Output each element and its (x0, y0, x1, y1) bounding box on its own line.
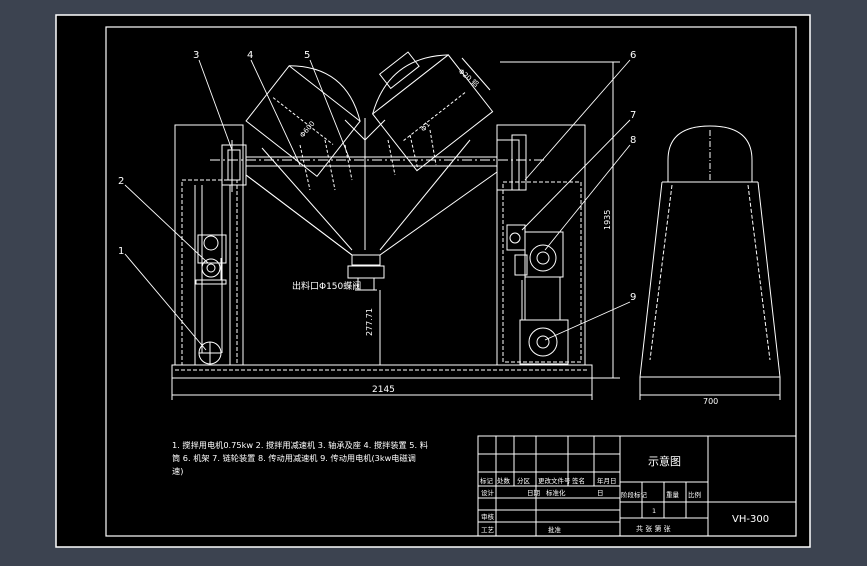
title-block-sign: 日期 (527, 489, 541, 497)
left-reducer (197, 234, 227, 264)
parts-note-line: 速) (172, 466, 183, 476)
title-block-row: 工艺 (481, 526, 495, 534)
right-motor (519, 319, 569, 365)
title-block-header: 年月日 (597, 476, 617, 485)
title-block-row: 设计 (481, 488, 495, 497)
dimension-outlet-height: 277.71 (365, 308, 374, 336)
title-block-header: 更改文件号 (538, 476, 571, 485)
drawing-frame (105, 26, 797, 537)
leader-number: 1 (118, 246, 124, 257)
stage-header: 重量 (666, 491, 680, 499)
dimension-height: 1935 (603, 210, 612, 230)
left-support-inner (181, 179, 238, 366)
machine-side-view (639, 125, 781, 400)
sheet-count: 共 张 第 张 (636, 524, 671, 533)
title-block-row: 审核 (481, 512, 495, 521)
outlet-valve (347, 265, 385, 279)
parts-note-line: 筒 6. 机架 7. 链轮装置 8. 传动用减速机 9. 传动用电机(3kw电磁… (172, 453, 416, 463)
leader-number: 8 (630, 135, 636, 146)
drawing-number: VH-300 (732, 514, 769, 525)
title-block (477, 435, 797, 537)
parts-note-line: 1. 搅拌用电机0.75kw 2. 搅拌用减速机 3. 轴承及座 4. 搅拌装置… (172, 440, 428, 450)
dimension-side-width: 700 (703, 397, 718, 406)
title-block-header: 处数 (497, 476, 511, 485)
leader-number: 6 (630, 50, 636, 61)
drawing-sheet (55, 14, 811, 548)
leader-number: 3 (193, 50, 199, 61)
outlet-label: 出料口Φ150蝶阀 (292, 280, 361, 292)
leader-number: 4 (247, 50, 253, 61)
leader-lines (124, 59, 631, 351)
title-block-approve: 批准 (548, 525, 562, 534)
leader-number: 9 (630, 292, 636, 303)
title-block-header: 分区 (517, 476, 531, 485)
stage-header: 比例 (688, 490, 701, 499)
right-bearing-block (496, 139, 520, 191)
leader-number: 2 (118, 176, 124, 187)
right-support-outer (496, 124, 586, 366)
dimension-width: 2145 (372, 385, 395, 395)
side-dome (667, 125, 753, 183)
leader-number: 5 (304, 50, 310, 61)
title-block-sign: 标准化 (546, 488, 566, 497)
base-frame (171, 364, 593, 379)
stage-value: 1 (652, 507, 656, 515)
leader-number: 7 (630, 110, 636, 121)
machine-front-view (171, 51, 620, 400)
left-bearing-block (221, 144, 247, 186)
left-tank (245, 65, 361, 178)
right-support-inner (502, 181, 582, 363)
title-block-header: 签名 (572, 476, 585, 485)
title-block-sign: 日 (597, 489, 604, 497)
stage-header: 阶段标记 (621, 490, 648, 499)
drawing-title: 示意图 (648, 454, 681, 468)
title-block-header: 标记 (480, 476, 494, 485)
